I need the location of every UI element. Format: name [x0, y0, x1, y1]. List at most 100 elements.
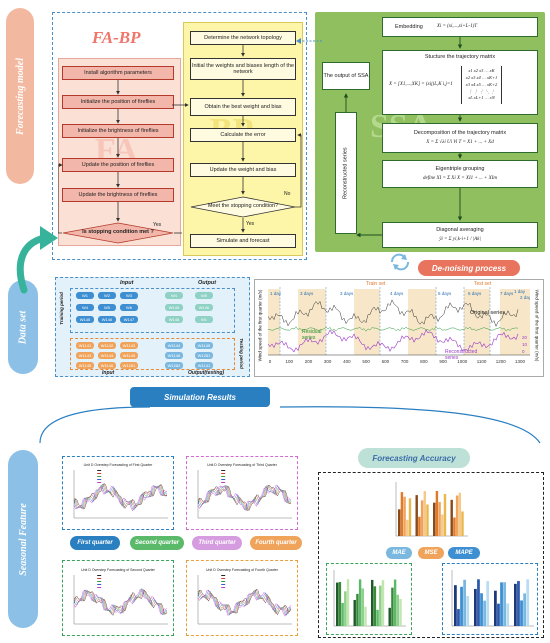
- season-chart-legend-swatch: [221, 584, 226, 585]
- timeseries-day-label: 5 days: [438, 291, 452, 296]
- dataset-node-top: W146: [195, 304, 213, 311]
- accuracy-bar: [526, 579, 530, 626]
- timeseries-day-label: 2 day: [520, 295, 530, 300]
- accuracy-bar: [356, 593, 359, 626]
- season-chart-series-line: [73, 588, 168, 616]
- timeseries-right-tick: 20: [522, 335, 528, 340]
- season-chart-series-line: [197, 485, 292, 511]
- accuracy-bar: [338, 582, 342, 626]
- season-chart-series-line: [197, 484, 292, 511]
- third-quarter-pill: Third quarter: [192, 536, 242, 550]
- accuracy-bar: [457, 609, 460, 626]
- accuracy-bar: [423, 491, 426, 536]
- fa-decision-diamond: [62, 222, 174, 244]
- dataset-node-bottom: W1281: [195, 352, 213, 359]
- accuracy-bar: [514, 583, 517, 626]
- dataset-testing-period: Testing period: [238, 337, 244, 369]
- timeseries-day-band: [500, 289, 530, 355]
- season-chart-legend-swatch: [97, 575, 102, 576]
- curved-teal-arrow: [16, 226, 58, 294]
- season-chart-series-line: [197, 484, 292, 511]
- accuracy-bar: [454, 585, 457, 626]
- mae-pill: MAE: [386, 547, 412, 559]
- ssa-diagonal-formula: ŷi = Σ yi,k-i+1 / |Ak|: [439, 236, 481, 242]
- season-chart-series-line: [73, 485, 168, 512]
- season-chart-series-line: [197, 589, 292, 617]
- timeseries-ylabel-left: Wind speed of the first quarter (m/s): [257, 289, 263, 361]
- ssa-output-box: The output of SSA: [322, 62, 370, 90]
- timeseries-train-label: Train set: [366, 281, 386, 287]
- season-q2-frame: [62, 560, 174, 636]
- dataset-node-top: W3: [120, 292, 138, 299]
- timeseries-x-tick: 200: [305, 359, 313, 364]
- forecasting-model-label: Forecasting model: [14, 57, 26, 135]
- fa-decision-label: Is stopping condition met ?: [82, 229, 154, 235]
- accuracy-bar: [460, 586, 463, 626]
- dataset-node-bottom: W1145: [195, 342, 213, 349]
- ssa-trajectory-formula: X = [X1,...,XK] = (xij)L,K i,j=1: [389, 82, 453, 88]
- season-q2-chart: Unit D Overstep Forecasting of Second Qu…: [66, 565, 170, 632]
- timeseries-x-tick: 400: [343, 359, 351, 364]
- accuracy-bar: [494, 590, 497, 626]
- dataset-node-bottom: W1281: [120, 362, 138, 369]
- accuracy-mae-box: [326, 563, 412, 635]
- ssa-flow-arrows: [343, 37, 463, 238]
- fa-to-bp-arrow: [172, 103, 189, 107]
- season-chart-legend-swatch: [97, 584, 102, 585]
- dataset-node-top: W145: [76, 316, 94, 323]
- timeseries-day-label: 1 day: [514, 289, 526, 294]
- season-chart-title: Unit D Overstep Forecasting of Third Qua…: [207, 463, 278, 467]
- accuracy-bar: [358, 579, 362, 626]
- bp-step-init-weights: Initial the weights and biases length of…: [190, 58, 296, 80]
- accuracy-bar: [396, 594, 399, 626]
- season-chart-series-line: [73, 485, 168, 511]
- accuracy-bar: [361, 588, 364, 626]
- accuracy-bar: [520, 600, 523, 626]
- season-chart-series-line: [73, 589, 168, 616]
- accuracy-bar: [523, 593, 526, 626]
- season-chart-legend-swatch: [97, 470, 102, 471]
- ssa-trajectory-title: Stucture the trajectory matrix: [424, 54, 496, 60]
- fa-step-update-brightness: Update the brightness of fireflies: [62, 188, 174, 202]
- dataset-node-bottom: W1141: [195, 362, 213, 369]
- accuracy-bar: [463, 579, 466, 626]
- accuracy-bar: [353, 599, 356, 626]
- dataset-node-top: W4: [76, 304, 94, 311]
- accuracy-bar: [453, 517, 456, 536]
- season-chart-legend-swatch: [221, 476, 226, 477]
- ssa-embedding-box: Embedding Xi = (xi,...,xi+L-1)T: [382, 17, 538, 37]
- accuracy-bar: [450, 499, 453, 536]
- timeseries-right-tick: 10: [522, 342, 528, 347]
- bp-decision-label: Meet the stopping condition?: [207, 203, 279, 209]
- timeseries-x-tick: 900: [439, 359, 447, 364]
- season-chart-title: Unit D Overstep Forecasting of Fourth Qu…: [206, 568, 279, 572]
- accuracy-bar: [393, 579, 397, 626]
- dataset-node-top: W1: [76, 292, 94, 299]
- accuracy-bar: [500, 582, 503, 626]
- dataset-node-top: W4: [165, 292, 183, 299]
- season-q3-frame: [186, 456, 298, 530]
- season-chart-legend-swatch: [221, 473, 226, 474]
- timeseries-day-band: [464, 289, 490, 355]
- dataset-node-top: W6: [120, 304, 138, 311]
- timeseries-day-label: 6 days: [468, 291, 482, 296]
- dataset-node-bottom: W1142: [98, 342, 116, 349]
- ssa-embedding-label: Embedding: [395, 23, 423, 30]
- ssa-eigentriple-box: Eigentriple grouping define XI = Σ Xi X …: [382, 160, 538, 188]
- season-chart-legend-swatch: [97, 473, 102, 474]
- simulation-results-pill: Simulation Results: [130, 387, 270, 407]
- accuracy-bar: [388, 607, 391, 626]
- forecasting-model-label-pill: Forecasting model: [6, 8, 34, 184]
- season-q1-chart: Unit D Overstep Forecasting of First Qua…: [66, 460, 170, 526]
- accuracy-mape-chart: [451, 570, 534, 627]
- fa-yes-label: Yes: [153, 222, 162, 228]
- accuracy-bar: [373, 586, 377, 626]
- dataset-node-bottom: W1145: [120, 352, 138, 359]
- timeseries-day-label: 3 days: [340, 291, 354, 296]
- mape-pill: MAPE: [448, 547, 480, 559]
- dataset-node-bottom: W1143: [120, 342, 138, 349]
- season-chart-legend-swatch: [97, 581, 102, 582]
- accuracy-bar: [400, 492, 404, 536]
- seasonal-feature-label-pill: Seasonal Feature: [8, 450, 38, 628]
- bp-step-topology: Determine the network topology: [190, 31, 296, 45]
